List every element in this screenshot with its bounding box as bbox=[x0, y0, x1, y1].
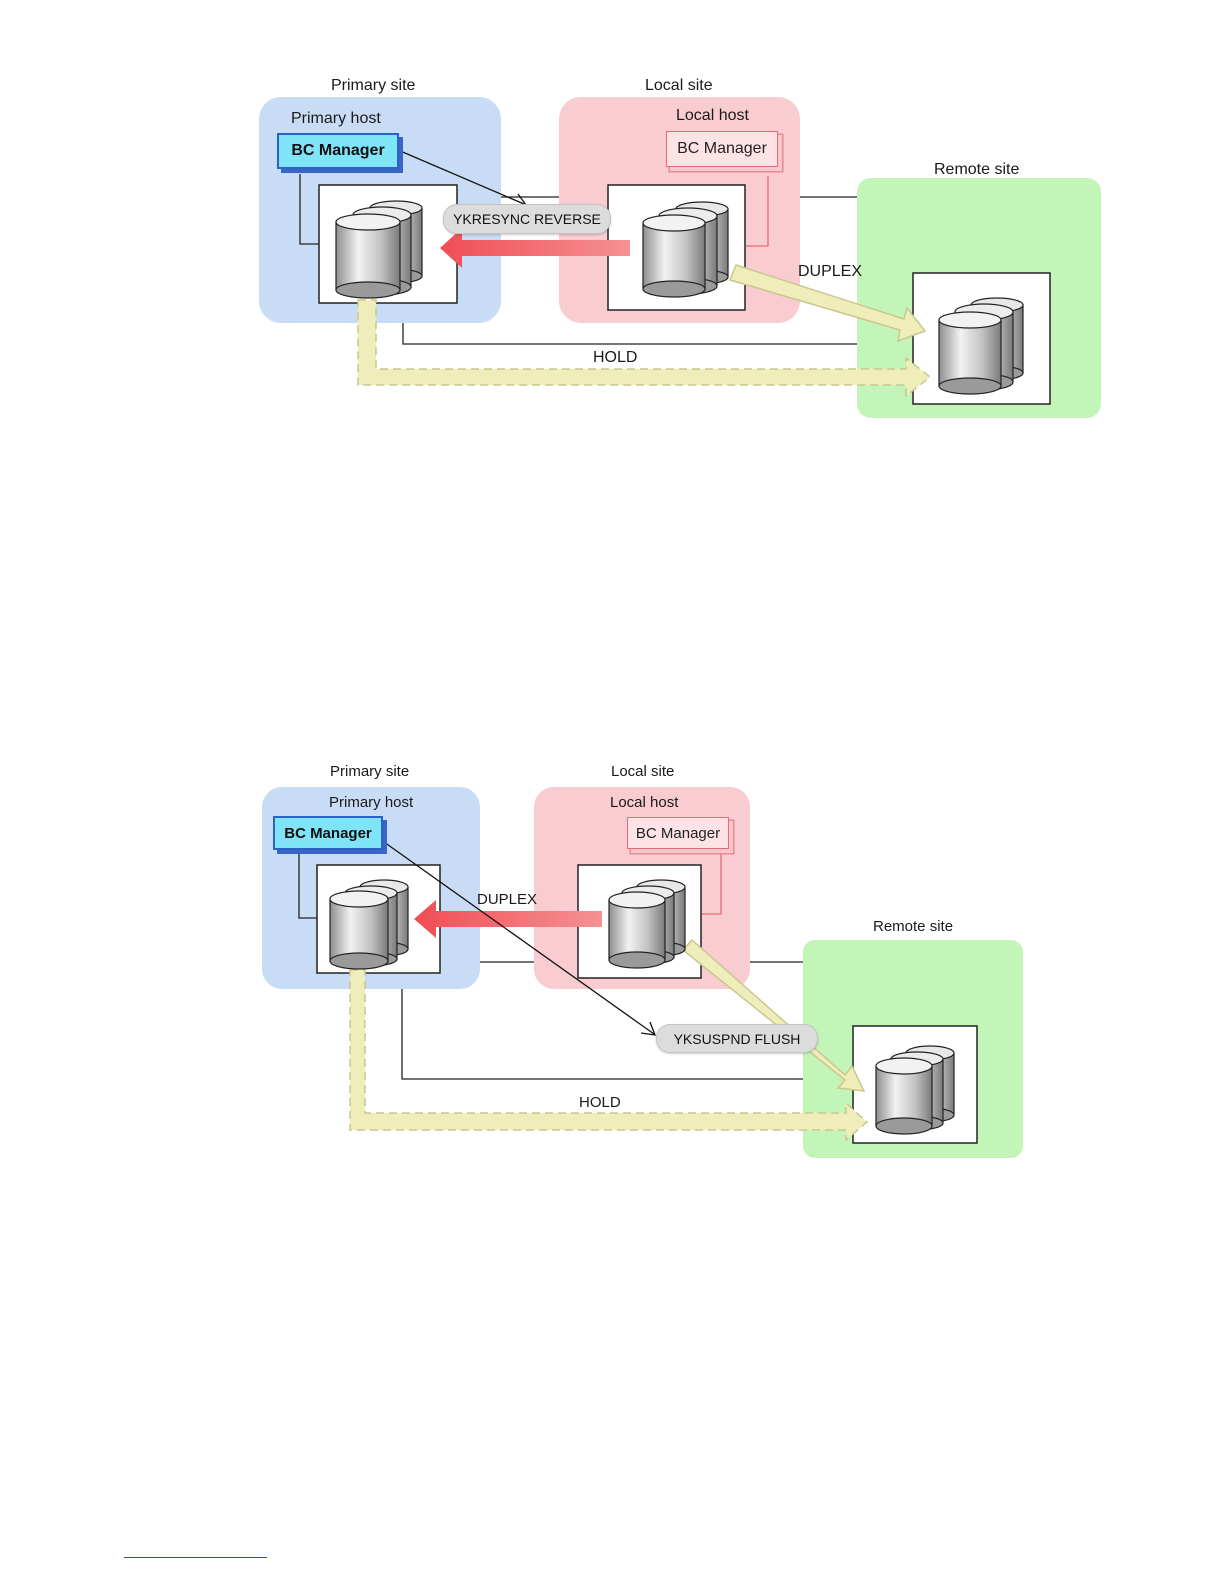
primary-bc-manager: BC Manager bbox=[277, 133, 399, 169]
primary-host-label: Primary host bbox=[291, 110, 381, 128]
remote-site-label: Remote site bbox=[934, 161, 1019, 179]
primary-volume-icon bbox=[336, 201, 422, 298]
local-host-label: Local host bbox=[676, 107, 749, 125]
local-bc-manager: BC Manager bbox=[666, 131, 778, 167]
local-site-label: Local site bbox=[645, 77, 713, 95]
duplex-label: DUPLEX bbox=[798, 263, 862, 281]
diagram-ykresync-reverse: Primary site Primary host BC Manager Loc… bbox=[0, 0, 1224, 440]
command-label: YKRESYNC REVERSE bbox=[453, 211, 601, 227]
local-bc-manager-label: BC Manager bbox=[636, 825, 720, 842]
ykresync-reverse-command: YKRESYNC REVERSE bbox=[443, 204, 611, 234]
hold-label: HOLD bbox=[579, 1094, 621, 1111]
local-site-label: Local site bbox=[611, 763, 674, 780]
diagram-yksuspnd-flush: Primary site Primary host BC Manager Loc… bbox=[0, 750, 1224, 1180]
hold-label: HOLD bbox=[593, 349, 637, 367]
primary-bc-manager: BC Manager bbox=[273, 816, 383, 850]
local-bc-manager-label: BC Manager bbox=[677, 140, 767, 158]
local-bc-manager: BC Manager bbox=[627, 817, 729, 849]
yksuspnd-flush-command: YKSUSPND FLUSH bbox=[656, 1024, 818, 1053]
remote-site-label: Remote site bbox=[873, 918, 953, 935]
footnote-separator bbox=[124, 1557, 267, 1558]
primary-bc-manager-label: BC Manager bbox=[284, 825, 372, 842]
primary-volume-icon bbox=[330, 880, 408, 969]
remote-volume-icon bbox=[876, 1046, 954, 1134]
primary-bc-manager-label: BC Manager bbox=[291, 142, 384, 160]
primary-site-label: Primary site bbox=[330, 763, 409, 780]
command-label: YKSUSPND FLUSH bbox=[674, 1031, 801, 1047]
hold-arrow bbox=[350, 970, 867, 1140]
duplex-label: DUPLEX bbox=[477, 891, 537, 908]
local-host-label: Local host bbox=[610, 794, 678, 811]
primary-site-label: Primary site bbox=[331, 77, 415, 95]
local-volume-icon bbox=[609, 880, 685, 968]
diagram1-graphics bbox=[0, 0, 1224, 440]
diagram2-graphics bbox=[0, 750, 1224, 1180]
local-volume-icon bbox=[643, 202, 728, 297]
primary-host-label: Primary host bbox=[329, 794, 413, 811]
